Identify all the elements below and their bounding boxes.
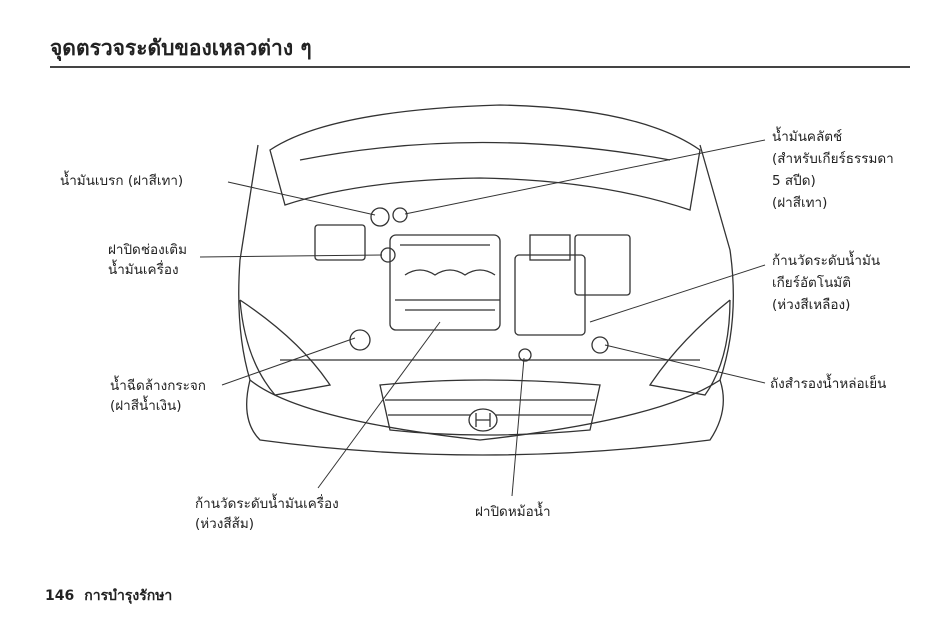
label-atf-dipstick: ก้านวัดระดับน้ำมันเกียร์อัตโนมัติ(ห่วงสี… — [772, 253, 881, 313]
grille — [379, 379, 601, 436]
section-name: การบำรุงรักษา — [84, 588, 173, 604]
label-engine-oil-dipstick: ก้านวัดระดับน้ำมันเครื่อง(ห่วงสีส้ม) — [195, 496, 339, 532]
title-underline — [50, 66, 910, 68]
label-brake-fluid: น้ำมันเบรก (ฝาสีเทา) — [60, 173, 184, 189]
leader-lines — [199, 139, 766, 497]
label-washer-fluid: น้ำฉีดล้างกระจก(ฝาสีน้ำเงิน) — [110, 378, 206, 414]
engine-block — [389, 234, 501, 331]
label-radiator-cap: ฝาปิดหม้อน้ำ — [475, 504, 551, 520]
label-coolant-reservoir: ถังสำรองน้ำหล่อเย็น — [770, 376, 887, 392]
page-title: จุดตรวจระดับของเหลวต่าง ๆ — [50, 36, 312, 60]
page-number: 146 — [45, 588, 75, 604]
page-footer: 146 การบำรุงรักษา — [45, 585, 182, 607]
body-outline — [238, 144, 734, 441]
label-oil-filler-cap: ฝาปิดช่องเติมน้ำมันเครื่อง — [108, 242, 187, 278]
hood-outline — [269, 104, 701, 211]
